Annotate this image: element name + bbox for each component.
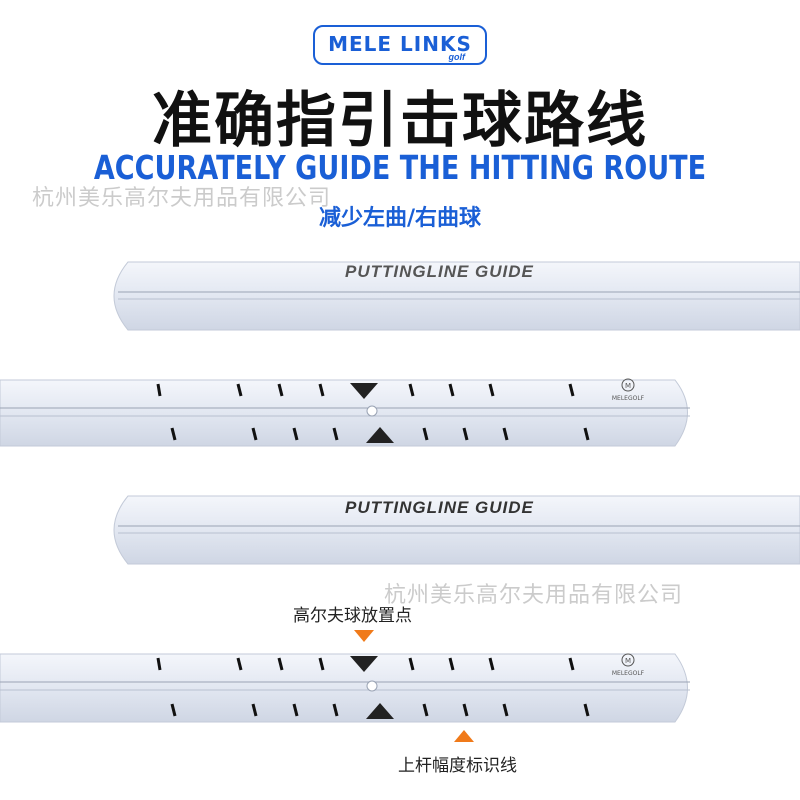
rod-label: PUTTINGLINE GUIDE (345, 498, 534, 517)
svg-text:M: M (625, 657, 631, 665)
page-title: 准确指引击球路线 (152, 86, 648, 156)
svg-text:MELEGOLF: MELEGOLF (612, 395, 645, 402)
label-rod-top: PUTTINGLINE GUIDE (113, 261, 800, 331)
svg-text:M: M (625, 382, 631, 390)
ball-marker-bottom (366, 703, 394, 719)
marked-rod-lower: M MELEGOLF (0, 653, 690, 723)
page-title-english: ACCURATELY GUIDE THE HITTING ROUTE (93, 148, 707, 187)
label-rod-middle: PUTTINGLINE GUIDE (113, 495, 800, 565)
ball-marker-top (350, 383, 378, 399)
ball-position-caption: 高尔夫球放置点 (293, 606, 412, 626)
rod-label: PUTTINGLINE GUIDE (345, 262, 534, 281)
watermark-top: 杭州美乐高尔夫用品有限公司 (32, 186, 332, 211)
brand-logo: MELE LINKS golf (313, 25, 487, 65)
svg-text:MELEGOLF: MELEGOLF (612, 670, 645, 677)
ball-marker-bottom (366, 427, 394, 443)
watermark-bottom: 杭州美乐高尔夫用品有限公司 (384, 583, 684, 608)
ball-marker-top (350, 656, 378, 672)
page-subtitle: 减少左曲/右曲球 (318, 206, 482, 231)
marked-rod-upper: M MELEGOLF (0, 378, 690, 447)
ball-position-arrow-icon (354, 630, 374, 642)
swing-marks-caption: 上杆幅度标识线 (398, 756, 517, 776)
swing-marks-arrow-icon (454, 730, 474, 742)
logo-sub: golf (448, 52, 466, 62)
logo-text: MELE LINKS (328, 32, 472, 56)
